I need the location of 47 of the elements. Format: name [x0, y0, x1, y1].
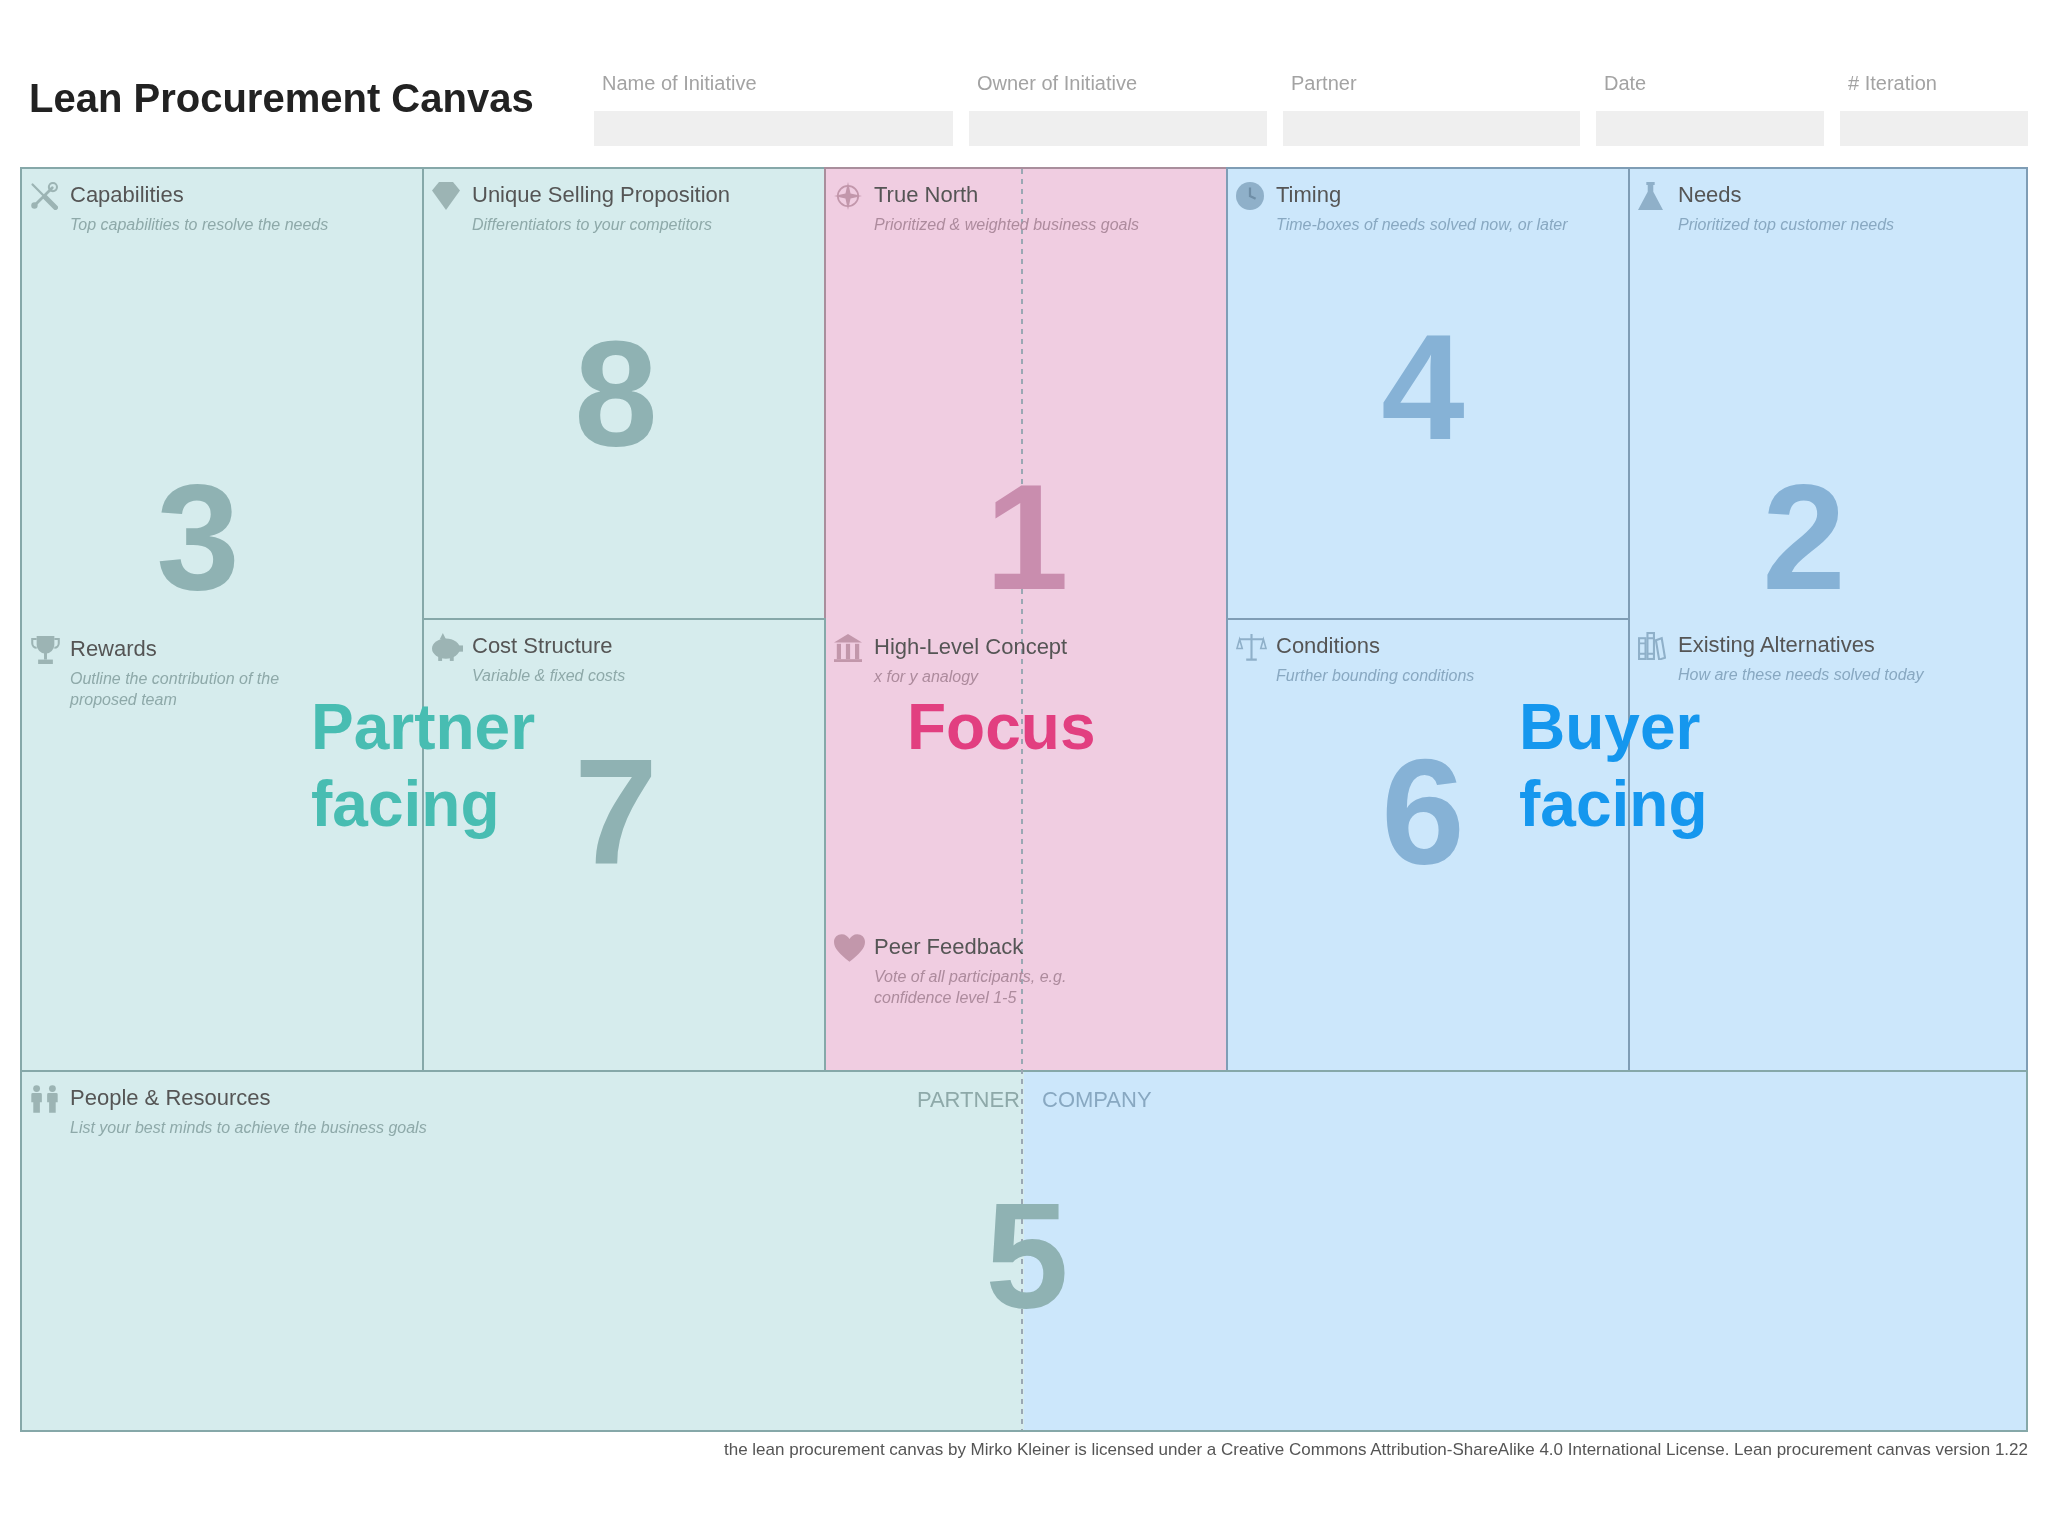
- section-heading: Timing: [1276, 181, 1342, 209]
- section-description: Prioritized top customer needs: [1678, 215, 1896, 235]
- canvas-cell: [20, 1070, 2028, 1432]
- section-description: x for y analogy: [874, 667, 980, 687]
- section-heading: People & Resources: [70, 1084, 271, 1112]
- area-label: Focus: [907, 690, 1097, 765]
- section-heading: Existing Alternatives: [1678, 631, 1875, 659]
- section-number: 2: [1762, 462, 1846, 612]
- section-description: Outline the contribution of the proposed team: [70, 669, 281, 710]
- section-description: Top capabilities to resolve the needs: [70, 215, 330, 235]
- field-label: Date: [1604, 71, 1647, 95]
- section-number: 6: [1381, 737, 1465, 887]
- field-label: Partner: [1291, 71, 1357, 95]
- section-description: Time-boxes of needs solved now, or later: [1276, 215, 1569, 235]
- canvas-cell: [1226, 167, 1630, 620]
- company-side-label: COMPANY: [1042, 1086, 1152, 1114]
- section-description: How are these needs solved today: [1678, 665, 1925, 685]
- section-heading: True North: [874, 181, 979, 209]
- section-number: 5: [985, 1181, 1069, 1331]
- section-number: 7: [574, 737, 658, 887]
- section-description: Prioritized & weighted business goals: [874, 215, 1141, 235]
- section-heading: Unique Selling Proposition: [472, 181, 731, 209]
- partner-side-label: PARTNER: [916, 1086, 1020, 1114]
- section-heading: Cost Structure: [472, 632, 613, 660]
- section-heading: Needs: [1678, 181, 1742, 209]
- section-description: Variable & fixed costs: [472, 666, 627, 686]
- canvas-title: Lean Procurement Canvas: [29, 75, 534, 122]
- license-note: the lean procurement canvas by Mirko Kleiner is licensed under a Creative Commons Attribution-ShareAlike 4.0 International License. Lean procurement canvas version 1.22: [723, 1440, 2028, 1461]
- section-description: Further bounding conditions: [1276, 666, 1476, 686]
- section-number: 8: [574, 319, 658, 469]
- field-label: # Iteration: [1848, 71, 1937, 95]
- section-number: 1: [985, 462, 1069, 612]
- canvas-cell: [422, 167, 826, 620]
- section-description: Vote of all participants, e.g. confidence level 1-5: [874, 967, 1068, 1008]
- section-number: 4: [1381, 312, 1465, 462]
- canvas-cell: [824, 167, 1228, 1072]
- section-heading: High-Level Concept: [874, 633, 1068, 661]
- section-heading: Rewards: [70, 635, 157, 663]
- section-heading: Capabilities: [70, 181, 184, 209]
- field-label: Name of Initiative: [602, 71, 757, 95]
- section-description: Differentiators to your competitors: [472, 215, 714, 235]
- field-label: Owner of Initiative: [977, 71, 1138, 95]
- section-description: List your best minds to achieve the business goals: [70, 1118, 428, 1138]
- area-label: Buyer facing: [1519, 690, 1709, 842]
- section-number: 3: [156, 462, 240, 612]
- section-heading: Conditions: [1276, 632, 1380, 660]
- section-heading: Peer Feedback: [874, 933, 1024, 961]
